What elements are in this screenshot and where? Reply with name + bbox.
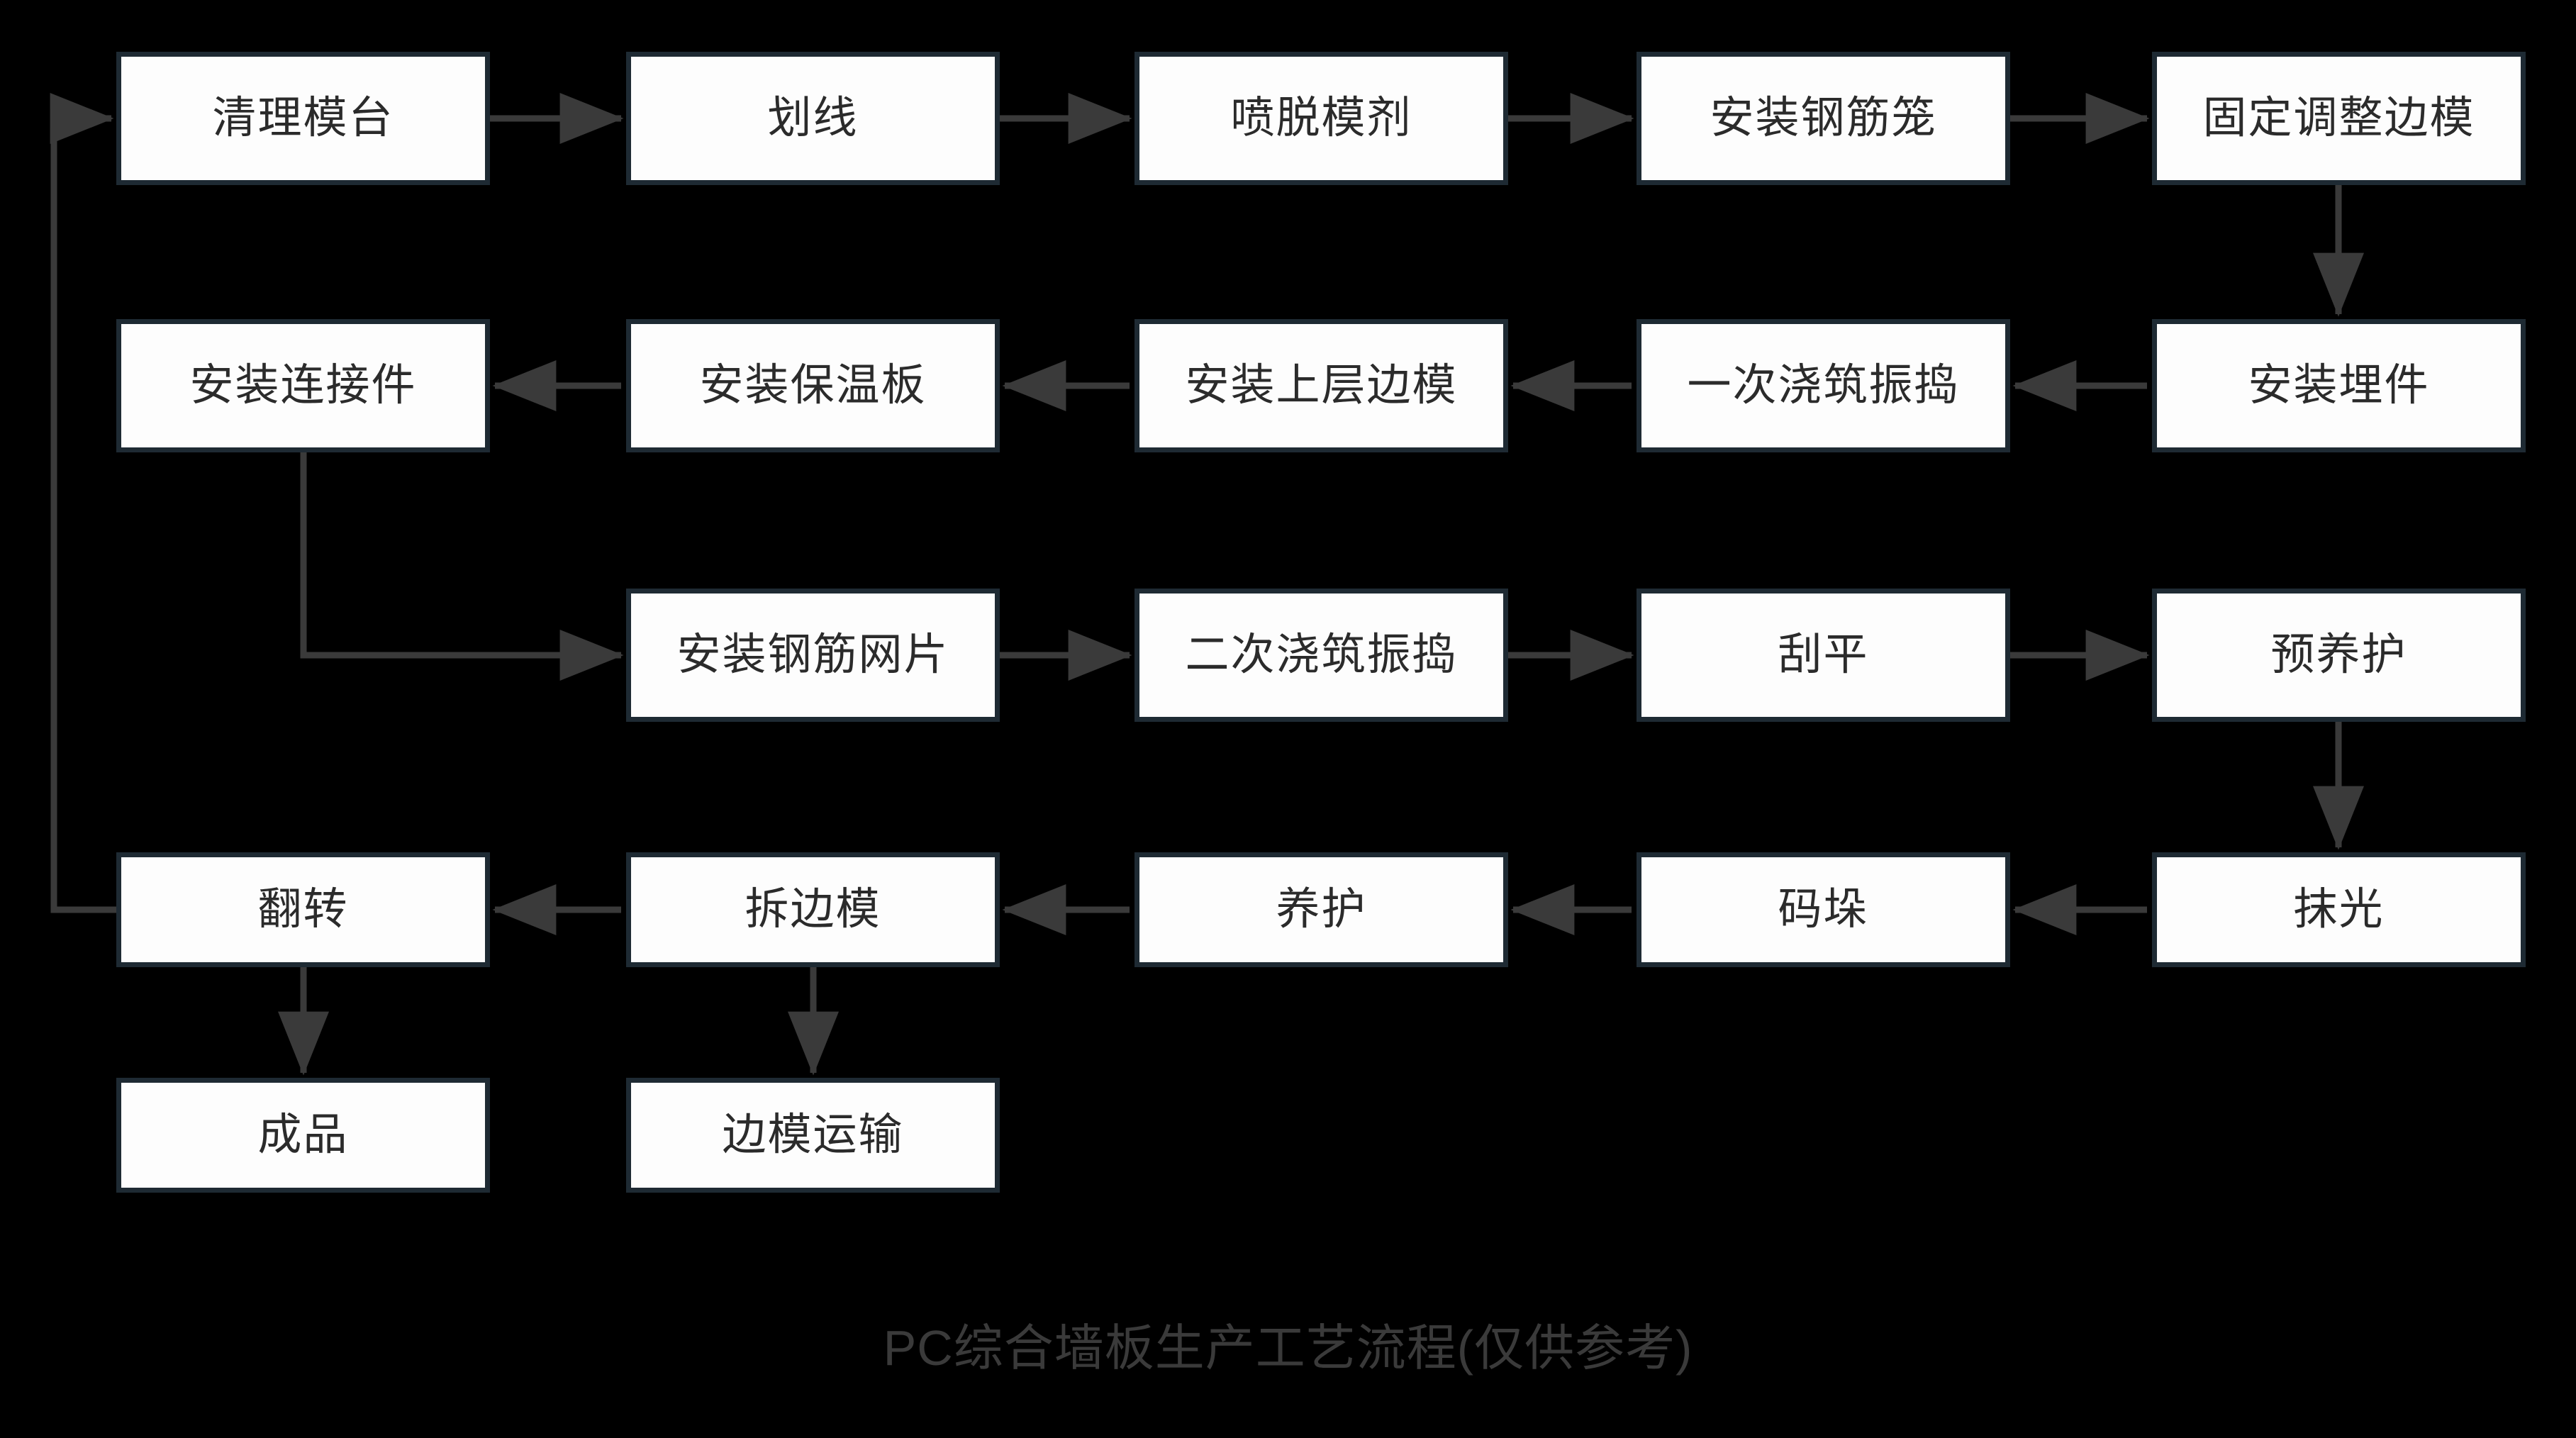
node-n5[interactable]: 固定调整边模 <box>2152 52 2526 185</box>
node-n16[interactable]: 码垛 <box>1637 852 2010 967</box>
node-label: 固定调整边模 <box>2202 94 2475 143</box>
node-n11[interactable]: 安装钢筋网片 <box>626 589 1000 722</box>
node-label: 预养护 <box>2270 630 2407 679</box>
node-n7[interactable]: 一次浇筑振捣 <box>1637 319 2010 452</box>
node-n9[interactable]: 安装保温板 <box>626 319 1000 452</box>
node-n13[interactable]: 刮平 <box>1637 589 2010 722</box>
node-n6[interactable]: 安装埋件 <box>2152 319 2526 452</box>
node-label: 拆边模 <box>745 885 881 934</box>
node-label: 安装钢筋笼 <box>1710 94 1937 143</box>
node-label: 抹光 <box>2293 885 2385 934</box>
diagram-caption: PC综合墙板生产工艺流程(仅供参考) <box>883 1320 1693 1376</box>
node-label: 安装上层边模 <box>1185 361 1458 410</box>
node-label: 清理模台 <box>212 94 394 143</box>
node-label: 二次浇筑振捣 <box>1185 630 1458 679</box>
node-label: 安装埋件 <box>2248 361 2430 410</box>
node-n3[interactable]: 喷脱模剂 <box>1134 52 1508 185</box>
node-label: 安装钢筋网片 <box>676 630 949 679</box>
node-n20[interactable]: 成品 <box>116 1078 490 1193</box>
node-label: 安装保温板 <box>699 361 927 410</box>
node-n18[interactable]: 拆边模 <box>626 852 1000 967</box>
node-n17[interactable]: 养护 <box>1134 852 1508 967</box>
node-label: 刮平 <box>1778 630 1869 679</box>
node-label: 成品 <box>257 1110 349 1159</box>
node-n10[interactable]: 安装连接件 <box>116 319 490 452</box>
node-label: 码垛 <box>1778 885 1869 934</box>
node-n2[interactable]: 划线 <box>626 52 1000 185</box>
edge-n10-n11 <box>300 452 624 681</box>
node-label: 边模运输 <box>722 1110 904 1159</box>
node-n4[interactable]: 安装钢筋笼 <box>1637 52 2010 185</box>
node-label: 养护 <box>1276 885 1367 934</box>
edge-n19-n1-feedback <box>50 93 116 913</box>
node-label: 喷脱模剂 <box>1230 94 1412 143</box>
node-n14[interactable]: 预养护 <box>2152 589 2526 722</box>
node-n8[interactable]: 安装上层边模 <box>1134 319 1508 452</box>
node-n1[interactable]: 清理模台 <box>116 52 490 185</box>
node-label: 一次浇筑振捣 <box>1687 361 1960 410</box>
node-label: 划线 <box>767 94 859 143</box>
node-label: 安装连接件 <box>189 361 417 410</box>
node-n21[interactable]: 边模运输 <box>626 1078 1000 1193</box>
node-n12[interactable]: 二次浇筑振捣 <box>1134 589 1508 722</box>
node-label: 翻转 <box>257 885 349 934</box>
node-n19[interactable]: 翻转 <box>116 852 490 967</box>
node-n15[interactable]: 抹光 <box>2152 852 2526 967</box>
